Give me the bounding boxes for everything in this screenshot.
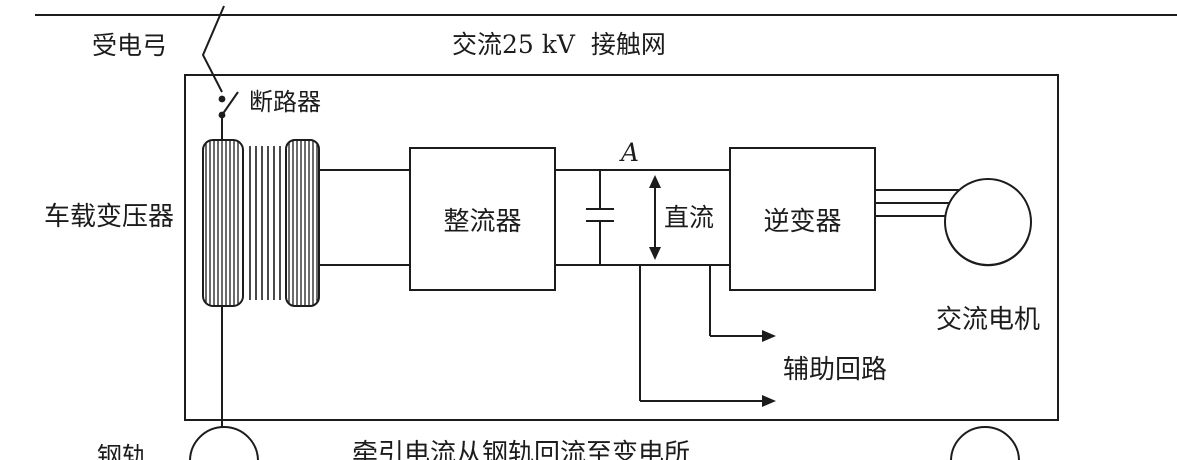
rectifier-box (409, 147, 556, 291)
pantograph-label: 受电弓 (92, 31, 168, 60)
ac-motor-label: 交流电机 (936, 305, 1041, 335)
locomotive-body-outline (184, 74, 1059, 421)
rail-label: 钢轨 (97, 442, 148, 460)
left-wheel (189, 426, 259, 460)
right-wheel (950, 426, 1020, 460)
pantograph-symbol (201, 5, 225, 93)
transformer-symbol (202, 139, 320, 307)
inverter-label: 逆变器 (763, 206, 842, 237)
transformer-secondary-coil (285, 139, 320, 307)
circuit-breaker-label: 断路器 (249, 88, 321, 116)
rectifier-label: 整流器 (443, 206, 522, 237)
dc-link-capacitor-symbol (586, 170, 614, 265)
dc-voltage-arrow (649, 175, 661, 260)
transformer-core (249, 146, 281, 300)
transformer-primary-coil (202, 139, 244, 307)
return-current-note: 牵引电流从钢轨回流至变电所 (352, 439, 691, 460)
catenary-label: 交流25 kV 接触网 (452, 30, 666, 59)
inverter-box (729, 147, 876, 291)
auxiliary-circuit-label: 辅助回路 (783, 355, 888, 385)
dc-label: 直流 (664, 203, 715, 232)
onboard-transformer-label: 车载变压器 (44, 202, 175, 232)
ac-motor-symbol (944, 178, 1032, 267)
circuit-breaker-symbol (218, 91, 239, 141)
auxiliary-circuit-wires (639, 265, 776, 407)
node-a-label: A (621, 138, 640, 167)
